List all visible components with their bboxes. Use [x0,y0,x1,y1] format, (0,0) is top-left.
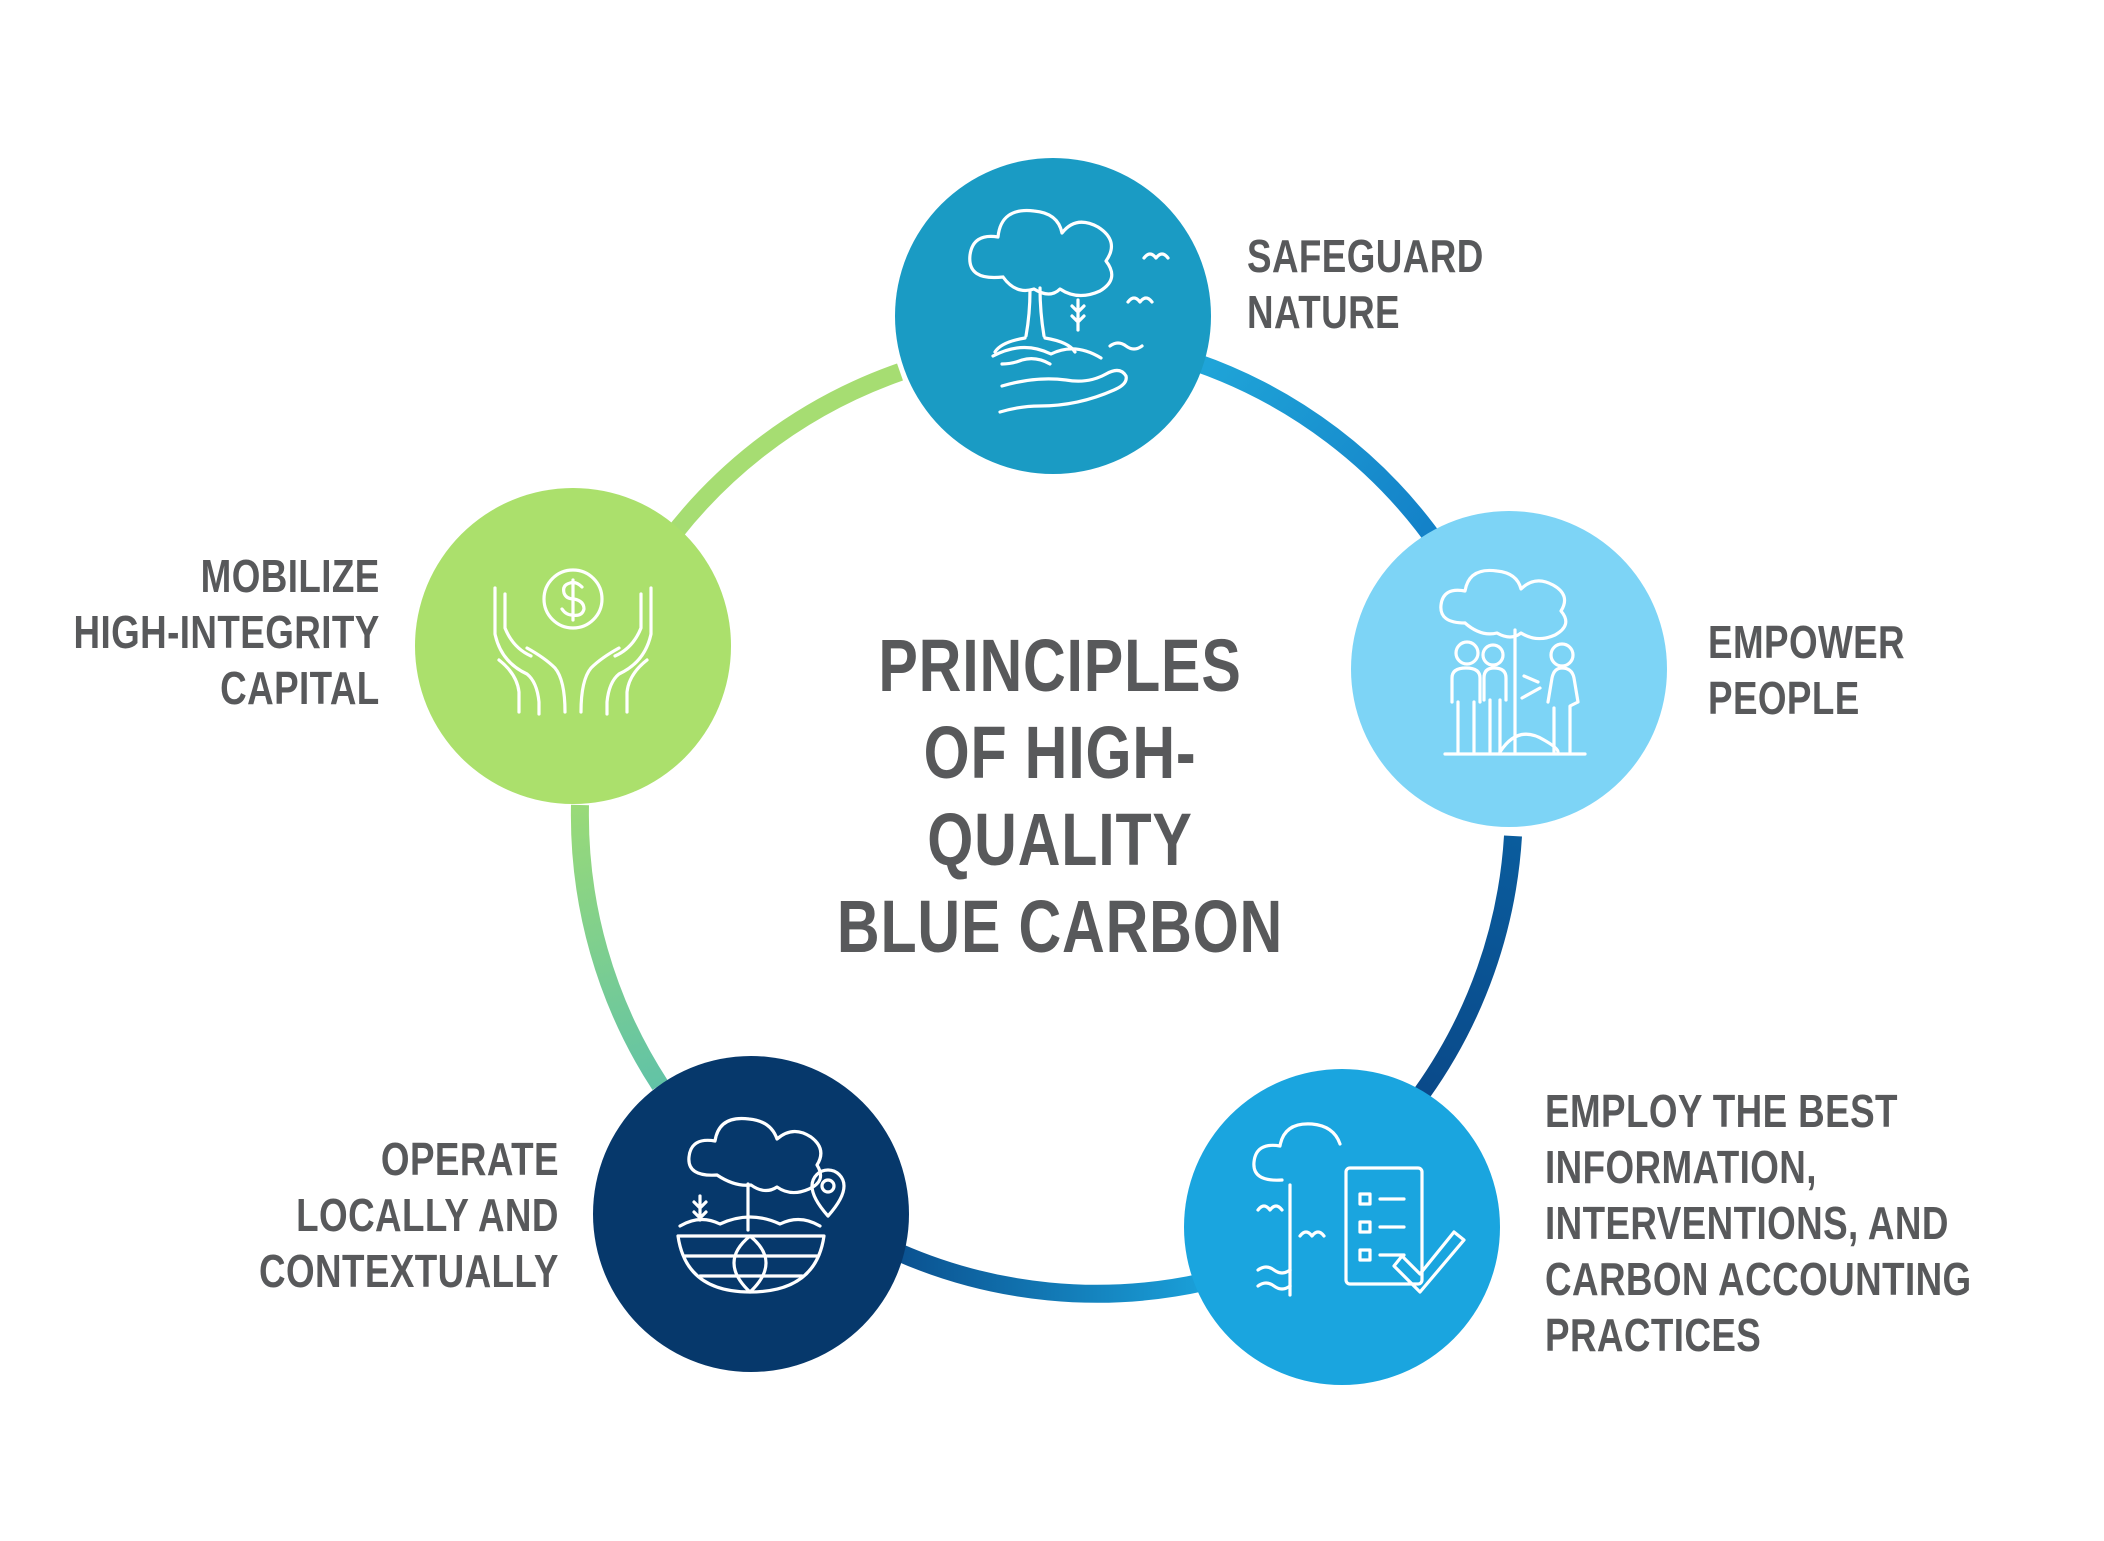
checklist-tree-icon [1252,1122,1466,1297]
label-employ-best-practices: EMPLOY THE BEST INFORMATION, INTERVENTIO… [1545,1083,1972,1363]
label-line: INFORMATION, [1545,1141,1817,1193]
title-line-2: OF HIGH-QUALITY [923,711,1197,881]
ring-arc-right [1414,835,1522,1099]
label-line: EMPLOY THE BEST [1545,1085,1898,1137]
title-line-3: BLUE CARBON [836,885,1284,968]
label-line: CAPITAL [220,662,380,714]
label-line: INTERVENTIONS, AND [1545,1197,1949,1249]
people-under-tree-icon [1439,568,1587,756]
node-employ-best-practices [1184,1069,1500,1385]
label-line: OPERATE [381,1133,559,1185]
label-line: NATURE [1247,286,1400,338]
globe-tree-location-icon [676,1116,846,1294]
hands-dollar-icon [493,568,653,716]
label-line: HIGH-INTEGRITY [73,606,380,658]
diagram-title: PRINCIPLES OF HIGH-QUALITY BLUE CARBON [804,622,1316,970]
label-line: PRACTICES [1545,1309,1762,1361]
ring-arc-top-right [1192,353,1448,554]
ring-arc-left [570,804,668,1090]
label-line: SAFEGUARD [1247,230,1484,282]
node-empower-people [1351,511,1667,827]
label-line: MOBILIZE [200,550,380,602]
label-line: PEOPLE [1708,672,1860,724]
title-line-1: PRINCIPLES [878,624,1242,707]
label-line: CARBON ACCOUNTING [1545,1253,1972,1305]
label-line: CONTEXTUALLY [259,1245,559,1297]
label-line: LOCALLY AND [296,1189,559,1241]
tree-in-hand-icon [968,208,1170,414]
ring-arc-bottom [894,1243,1206,1303]
node-safeguard-nature [895,158,1211,474]
node-mobilize-capital [415,488,731,804]
label-safeguard-nature: SAFEGUARD NATURE [1247,228,1484,340]
label-mobilize-capital: MOBILIZE HIGH-INTEGRITY CAPITAL [74,548,380,716]
label-line: EMPOWER [1708,616,1906,668]
label-empower-people: EMPOWER PEOPLE [1708,614,1905,726]
label-operate-locally: OPERATE LOCALLY AND CONTEXTUALLY [259,1131,559,1299]
node-operate-locally [593,1056,909,1372]
